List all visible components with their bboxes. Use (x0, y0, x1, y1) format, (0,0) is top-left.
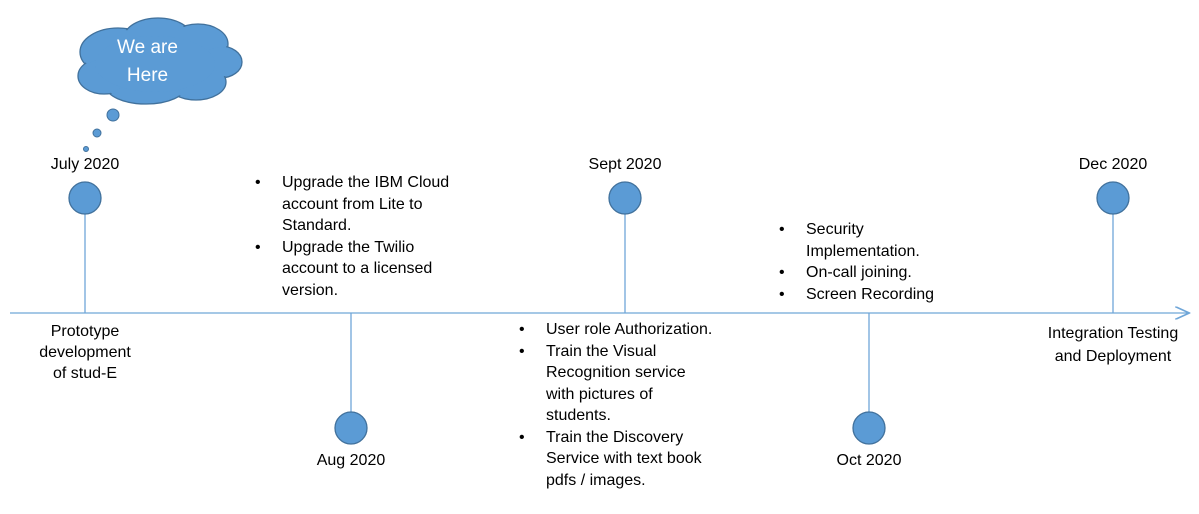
description-line: of stud-E (52, 365, 118, 382)
date-label-sept: Sept 2020 (588, 156, 662, 173)
bullet-item: User role Authorization. (516, 319, 741, 341)
bullet-item: Train the Visual Recognition service wit… (516, 341, 706, 427)
bullet-item: Screen Recording (776, 284, 951, 306)
milestone-bullets-sept: User role Authorization. Train the Visua… (516, 319, 741, 491)
thought-bubble-small (83, 146, 89, 152)
bullet-item: Upgrade the IBM Cloud account from Lite … (252, 172, 452, 237)
date-label-oct: Oct 2020 (836, 452, 902, 469)
bullet-item: Upgrade the Twilio account to a licensed… (252, 237, 452, 302)
milestone-bullets-aug: Upgrade the IBM Cloud account from Lite … (252, 172, 452, 301)
description-line: Prototype (50, 323, 120, 340)
bullet-item: Security Implementation. (776, 219, 936, 262)
milestone-bullets-oct: Security Implementation. On-call joining… (776, 219, 951, 305)
callout-text: We are Here (85, 34, 210, 90)
description-line: Integration Testing (1047, 325, 1179, 342)
milestone-dot-sept (608, 181, 642, 215)
description-line: development (39, 344, 131, 361)
milestone-dot-july (68, 181, 102, 215)
milestone-dot-oct (852, 411, 886, 445)
date-label-aug: Aug 2020 (316, 452, 386, 469)
callout-line-1: We are (117, 37, 178, 58)
thought-bubble-medium (92, 128, 102, 138)
description-line: and Deployment (1054, 348, 1172, 365)
thought-cloud-fill (79, 19, 241, 103)
milestone-description-july: Prototype development of stud-E (25, 321, 145, 384)
milestone-dot-aug (334, 411, 368, 445)
callout-line-2: Here (126, 65, 169, 86)
bullet-item: Train the Discovery Service with text bo… (516, 427, 721, 492)
date-label-dec: Dec 2020 (1078, 156, 1148, 173)
thought-bubble-large (106, 108, 120, 122)
milestone-description-dec: Integration Testing and Deployment (1035, 322, 1191, 368)
milestone-dot-dec (1096, 181, 1130, 215)
date-label-july: July 2020 (50, 156, 120, 173)
bullet-item: On-call joining. (776, 262, 951, 284)
